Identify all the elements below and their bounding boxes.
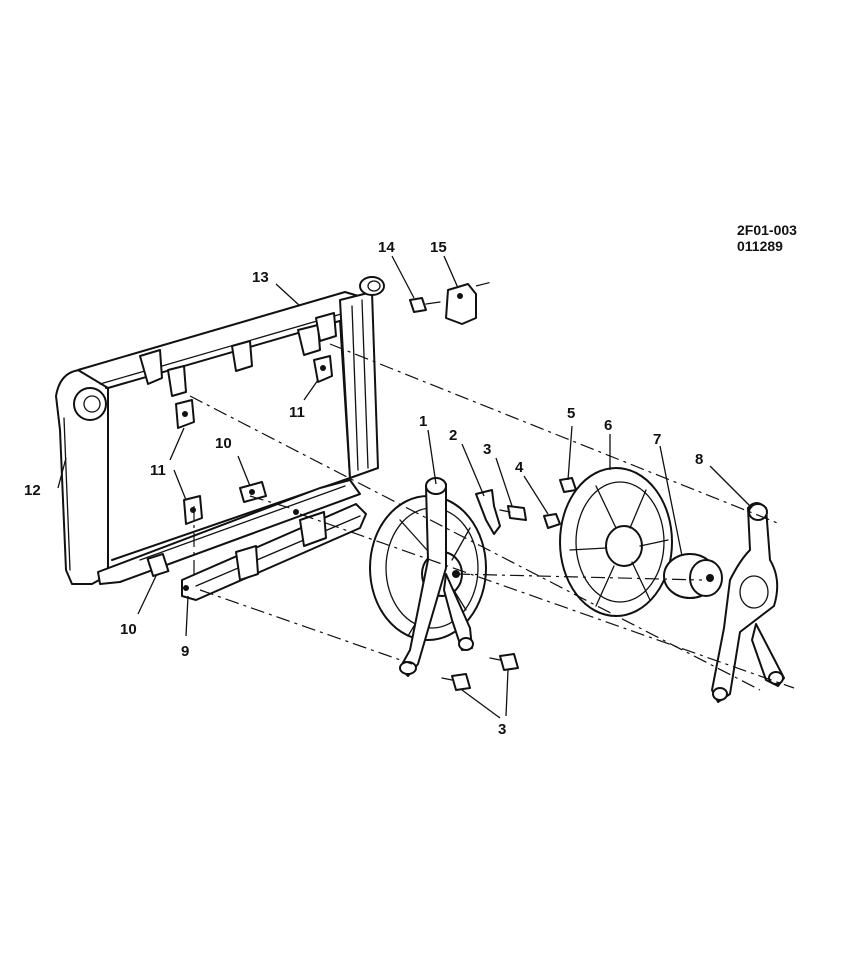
callout-2: 2: [449, 427, 457, 444]
leader-lines: [57, 255, 753, 719]
callout-13: 13: [252, 269, 269, 286]
bolt-3-upper: [499, 505, 527, 521]
radiator: [55, 276, 385, 585]
callout-8: 8: [695, 451, 703, 468]
callout-12: 12: [24, 482, 41, 499]
clip-11-lower: [175, 399, 195, 429]
bolt-3-lower-b: [489, 653, 519, 671]
callout-3-upper: 3: [483, 441, 491, 458]
callout-9: 9: [181, 643, 189, 660]
drawing-date: 011289: [737, 238, 783, 254]
callout-10-lower: 10: [120, 621, 137, 638]
motor-7: [663, 553, 723, 599]
bolt-3-lower-a: [441, 673, 471, 691]
bolt-5: [559, 477, 577, 493]
callout-3-lower: 3: [498, 721, 506, 738]
callout-10-upper: 10: [215, 435, 232, 452]
callout-5: 5: [567, 405, 575, 422]
fan-assembly-left: [369, 477, 487, 677]
callout-4: 4: [515, 459, 524, 476]
callout-11-right: 11: [289, 404, 305, 421]
drawing-code: 2F01-003: [737, 222, 797, 238]
callout-15: 15: [430, 239, 447, 256]
clip-11-upper: [313, 355, 333, 383]
nut-4: [543, 513, 561, 529]
callout-1: 1: [419, 413, 427, 430]
clip-11-bracket: [183, 495, 203, 525]
bolt-14: [409, 297, 441, 313]
callout-14: 14: [378, 239, 395, 256]
alignment-lines: [189, 281, 795, 691]
callout-11-left: 11: [150, 462, 166, 479]
clip-10-upper: [239, 481, 267, 503]
bracket-8: [711, 502, 785, 703]
fan-6: [559, 467, 673, 617]
callout-6: 6: [604, 417, 612, 434]
bracket-2: [475, 489, 501, 535]
callout-7: 7: [653, 431, 661, 448]
callouts: 1 2 3 4 5 6 7 8 9 10 10 11 11 12 13 14 1…: [24, 239, 703, 738]
bracket-15: [445, 283, 477, 325]
